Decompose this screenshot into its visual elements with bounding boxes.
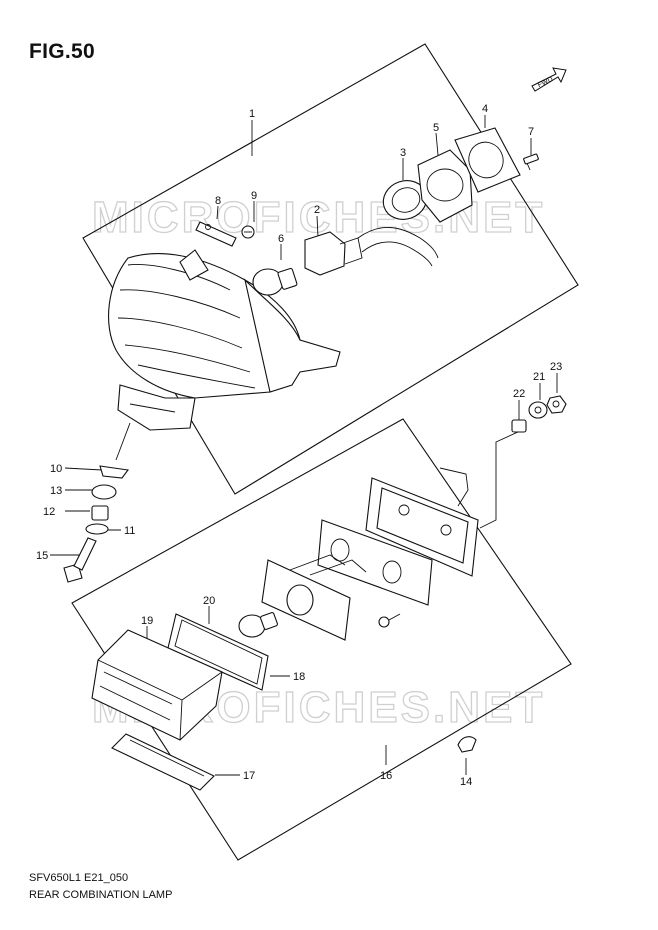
callout-10: 10 xyxy=(50,463,62,475)
small-lamp-bulb xyxy=(238,612,278,638)
drawing-code: SFV650L1 E21_050 xyxy=(29,872,129,884)
washer-21 xyxy=(528,401,548,419)
bolt xyxy=(63,537,97,583)
callout-20: 20 xyxy=(203,595,215,607)
diagram-caption: REAR COMBINATION LAMP xyxy=(29,889,173,901)
callout-7: 7 xyxy=(528,126,534,138)
callout-23: 23 xyxy=(550,361,562,373)
washer xyxy=(85,523,109,535)
callout-16: 16 xyxy=(380,770,392,782)
callout-3: 3 xyxy=(400,147,406,159)
collar xyxy=(511,419,527,433)
screw-7 xyxy=(523,153,539,171)
callout-6: 6 xyxy=(278,233,284,245)
screw-lower xyxy=(378,613,401,628)
socket-and-harness xyxy=(304,227,439,276)
forward-arrow-icon: FWD xyxy=(531,67,567,92)
lens-gasket xyxy=(167,613,269,691)
callout-1: 1 xyxy=(249,108,255,120)
callout-11: 11 xyxy=(124,525,135,537)
callout-4: 4 xyxy=(482,103,488,115)
callout-15: 15 xyxy=(36,550,48,562)
lamp-housing xyxy=(108,249,341,431)
lens xyxy=(91,629,223,741)
lamp-cover xyxy=(417,149,473,223)
screw-9 xyxy=(241,225,255,239)
reflector-plate xyxy=(111,733,215,791)
small-bulb xyxy=(457,736,477,753)
bulb xyxy=(252,267,298,296)
callout-21: 21 xyxy=(533,371,545,383)
callout-22: 22 xyxy=(513,388,525,400)
retaining-ring xyxy=(382,180,428,220)
callout-12: 12 xyxy=(43,506,55,518)
bracket xyxy=(195,221,237,247)
nut xyxy=(546,395,567,414)
fwd-badge-text: FWD xyxy=(537,76,554,89)
callout-13: 13 xyxy=(50,485,62,497)
figure-label: FIG.50 xyxy=(29,40,95,63)
callout-18: 18 xyxy=(293,671,305,683)
callout-5: 5 xyxy=(433,122,439,134)
callout-8: 8 xyxy=(215,195,221,207)
callout-labels: 1 2 3 4 5 6 7 8 9 10 11 12 13 14 15 16 1… xyxy=(36,103,562,788)
watermark-top: MICROFICHES.NET xyxy=(92,193,545,242)
license-lamp-assembly xyxy=(261,467,479,641)
spacer xyxy=(91,505,109,521)
callout-2: 2 xyxy=(314,204,320,216)
cushion xyxy=(91,484,117,500)
callout-17: 17 xyxy=(243,770,255,782)
gasket xyxy=(454,127,521,193)
callout-9: 9 xyxy=(251,190,257,202)
callout-14: 14 xyxy=(460,776,472,788)
leader-lines xyxy=(50,115,558,776)
clip xyxy=(99,465,129,479)
callout-19: 19 xyxy=(141,615,153,627)
